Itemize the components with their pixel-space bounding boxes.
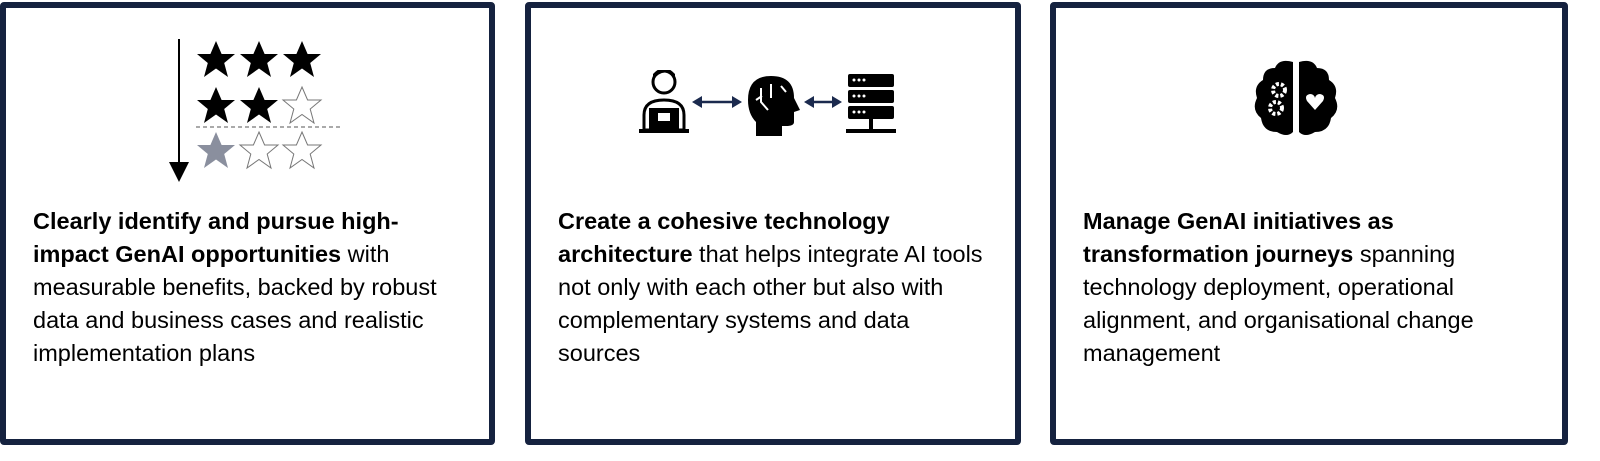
server-database-icon (846, 74, 896, 133)
brain-gears-heart-icon (1254, 60, 1338, 135)
double-arrow-icon (804, 96, 842, 108)
card-transformation: Manage GenAI initiatives as transformati… (1050, 2, 1568, 445)
card-text: Manage GenAI initiatives as transformati… (1083, 205, 1542, 370)
card-opportunities: Clearly identify and pursue high-impact … (0, 2, 495, 445)
card-description: that helps integrate AI tools not only w… (558, 241, 983, 366)
user-ai-database-integration-icon (639, 70, 896, 136)
card-heading: Manage GenAI initiatives as transformati… (1083, 208, 1394, 267)
user-laptop-icon (639, 70, 689, 133)
card-description: with measurable benefits, backed by robu… (33, 241, 437, 366)
card-text: Create a cohesive technology architectur… (558, 205, 995, 370)
ai-head-icon (748, 76, 800, 136)
double-arrow-icon (692, 96, 742, 108)
card-text: Clearly identify and pursue high-impact … (33, 205, 469, 370)
card-heading: Create a cohesive technology architectur… (558, 208, 890, 267)
star-rating-prioritisation-icon (169, 39, 340, 182)
card-heading: Clearly identify and pursue high-impact … (33, 208, 399, 267)
card-description: spanning technology deployment, operatio… (1083, 241, 1474, 366)
card-architecture: Create a cohesive technology architectur… (525, 2, 1021, 445)
